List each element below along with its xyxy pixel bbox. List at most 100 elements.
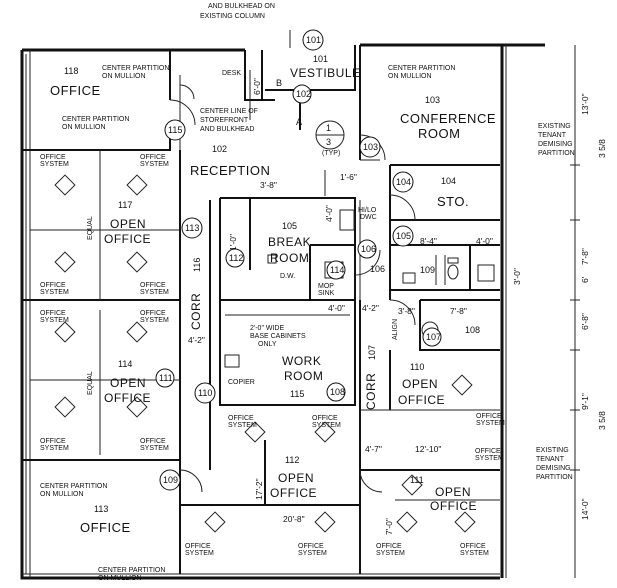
dim-12-10: 12'-10" — [415, 444, 441, 454]
room-name-105b: ROOM — [270, 251, 309, 265]
door-tag: 109 — [163, 475, 178, 485]
office-system-label: SYSTEM — [312, 422, 341, 429]
room-number-109: 109 — [420, 265, 435, 275]
note-equal-2: EQUAL — [87, 371, 94, 395]
room-name-101: VESTIBULE — [290, 66, 361, 80]
workstation-desks — [54, 174, 476, 533]
dim-3-5-8: 3 5/8 — [597, 139, 607, 158]
dim-4-2b: 4'-2" — [188, 335, 205, 345]
room-name-116: CORR — [189, 293, 203, 330]
room-name-114b: OFFICE — [104, 391, 151, 405]
office-system-label: SYSTEM — [40, 317, 69, 324]
office-system-label: OFFICE — [312, 415, 338, 422]
office-system-label: OFFICE — [140, 438, 166, 445]
note-base-2: BASE CABINETS — [250, 333, 306, 340]
office-system-label: OFFICE — [140, 310, 166, 317]
room-number-111: 111 — [410, 475, 424, 485]
door-tag: 111 — [159, 373, 173, 383]
dim-3-0: 3'-0" — [512, 268, 522, 285]
open-office-walls — [22, 150, 180, 461]
office-system-label: OFFICE — [298, 543, 324, 550]
note-storefront-3: AND BULKHEAD — [200, 126, 254, 133]
note-base-3: ONLY — [258, 341, 277, 348]
door-tags: 101 102 103 104 105 106 107 108 109 110 … — [155, 29, 442, 491]
office-system-label: OFFICE — [460, 543, 486, 550]
room-number-117: 117 — [118, 200, 132, 210]
note-equal-1: EQUAL — [87, 216, 94, 240]
room-name-102: RECEPTION — [190, 163, 270, 178]
note-cp-mullion-2b: ON MULLION — [388, 73, 432, 80]
office-system-label: OFFICE — [40, 438, 66, 445]
door-tag: 106 — [361, 244, 376, 254]
dim-20-8: 20'-8" — [283, 514, 305, 524]
door-tag: 107 — [426, 332, 441, 342]
dim-17-2: 17'-2" — [254, 478, 264, 500]
note-cp-mullion-4b: ON MULLION — [40, 491, 84, 498]
dim-3-8: 3'-8" — [260, 180, 277, 190]
note-storefront-1: CENTER LINE OF — [200, 108, 258, 115]
office-system-label: OFFICE — [476, 413, 502, 420]
office-system-label: SYSTEM — [140, 445, 169, 452]
note-cp-mullion-2a: CENTER PARTITION — [388, 65, 455, 72]
room-name-112: OPEN — [278, 471, 314, 485]
room-number-101: 101 — [313, 54, 328, 64]
office-system-label: SYSTEM — [140, 161, 169, 168]
office-system-label: SYSTEM — [40, 445, 69, 452]
room-number-104: 104 — [441, 176, 456, 186]
note-existing-2c: DEMISING — [536, 465, 571, 472]
door-tag: 105 — [396, 231, 411, 241]
dim-11-0: 11'-0" — [228, 234, 238, 255]
section-markers: B A 1 3 — [276, 78, 331, 147]
office-system-label: OFFICE — [376, 543, 402, 550]
note-existing-1a: EXISTING — [538, 123, 571, 130]
door-tag: 113 — [185, 223, 199, 233]
dim-4-0b: 4'-0" — [476, 236, 493, 246]
note-cp-mullion-5b: ON MULLION — [98, 575, 142, 582]
marker-3: 3 — [326, 137, 331, 147]
office-system-label: OFFICE — [40, 310, 66, 317]
work-room-walls — [219, 300, 356, 406]
note-cp-mullion-1b: ON MULLION — [102, 73, 146, 80]
note-bulkhead-2: EXISTING COLUMN — [200, 13, 265, 20]
note-existing-1d: PARTITION — [538, 150, 575, 157]
note-cp-mullion-5a: CENTER PARTITION — [98, 567, 165, 574]
note-mop-1: MOP — [318, 283, 334, 290]
dim-14-0: 14'-0" — [580, 498, 590, 520]
door-tag: 102 — [296, 89, 311, 99]
note-cp-mullion-3b: ON MULLION — [62, 124, 106, 131]
dim-7-8b: 7'-8" — [450, 306, 467, 316]
marker-b: B — [276, 78, 282, 88]
room-name-103: CONFERENCE — [400, 111, 496, 126]
note-cp-mullion-1a: CENTER PARTITION — [102, 65, 169, 72]
note-base-1: 2'-0" WIDE — [250, 325, 284, 332]
dim-6-0: 6'-0" — [252, 78, 262, 95]
marker-a: A — [296, 117, 302, 127]
office-system-label: SYSTEM — [40, 289, 69, 296]
dimension-lines — [249, 45, 580, 578]
dim-6: 6' — [580, 276, 590, 283]
note-dw: D.W. — [280, 273, 295, 280]
office-system-label: SYSTEM — [228, 422, 257, 429]
note-existing-2a: EXISTING — [536, 447, 569, 454]
room-number-102: 102 — [212, 144, 227, 154]
marker-1: 1 — [326, 123, 331, 133]
dim-1-6: 1'-6" — [340, 172, 357, 182]
room-name-105: BREAK — [268, 235, 311, 249]
room-number-114: 114 — [118, 359, 132, 369]
door-tag: 115 — [168, 125, 182, 135]
dimension-labels: 6'-0" 13'-0" 3'-8" 1'-6" 4'-0" 11'-0" 8'… — [188, 78, 607, 535]
room-number-116: 116 — [192, 258, 202, 272]
office-system-label: SYSTEM — [298, 550, 327, 557]
dim-3-5-8b: 3 5/8 — [597, 411, 607, 430]
note-cp-mullion-3a: CENTER PARTITION — [62, 116, 129, 123]
door-tag: 104 — [396, 177, 411, 187]
room-name-117: OPEN — [110, 217, 146, 231]
room-name-118: OFFICE — [50, 83, 101, 98]
note-existing-1c: DEMISING — [538, 141, 573, 148]
dim-7-0: 7'-0" — [384, 518, 394, 535]
office-system-label: OFFICE — [185, 543, 211, 550]
room-name-111: OPEN — [435, 485, 471, 499]
lower-walls — [179, 409, 500, 574]
note-existing-2b: TENANT — [536, 456, 565, 463]
